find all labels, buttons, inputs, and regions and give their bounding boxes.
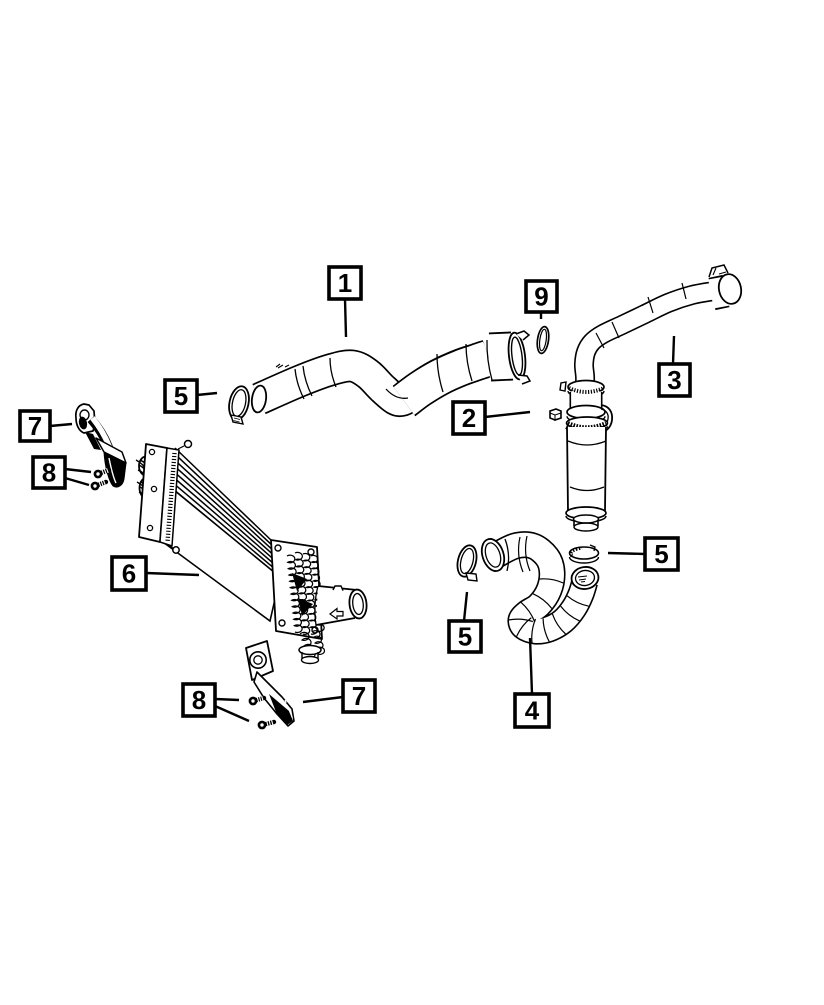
svg-text:5: 5	[654, 539, 668, 569]
svg-text:8: 8	[192, 685, 206, 715]
svg-text:5: 5	[458, 622, 472, 652]
svg-text:6: 6	[122, 559, 136, 589]
svg-text:2: 2	[462, 403, 476, 433]
svg-text:3: 3	[667, 365, 681, 395]
svg-text:7: 7	[352, 681, 366, 711]
svg-text:4: 4	[525, 696, 540, 726]
svg-text:1: 1	[338, 268, 352, 298]
svg-text:8: 8	[42, 458, 56, 488]
svg-text:5: 5	[174, 381, 188, 411]
svg-text:7: 7	[28, 411, 42, 441]
svg-text:9: 9	[534, 282, 548, 312]
